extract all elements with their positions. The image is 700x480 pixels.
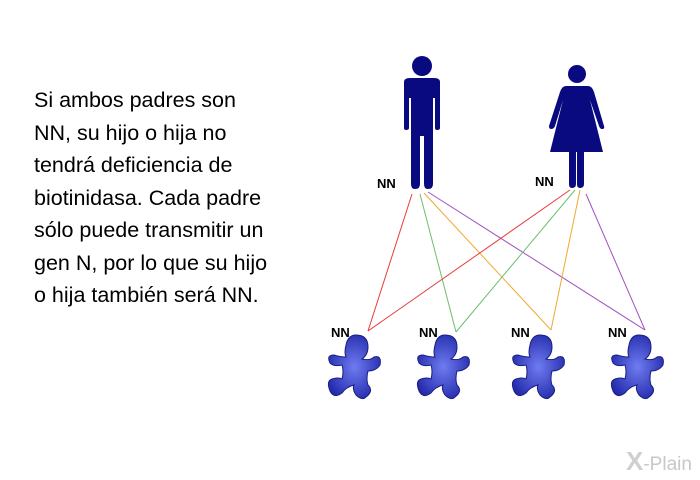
child-2-genotype-label: NN xyxy=(419,325,438,340)
explanation-paragraph: Si ambos padres son NN, su hijo o hija n… xyxy=(34,88,268,307)
child-1-genotype-label: NN xyxy=(331,325,350,340)
child-4-genotype-label: NN xyxy=(608,325,627,340)
mother-icon xyxy=(549,65,605,188)
child-icon-1 xyxy=(327,334,381,400)
child-icon-2 xyxy=(416,334,470,400)
mother-genotype-label: NN xyxy=(535,174,554,189)
xplain-logo: X-Plain xyxy=(626,446,692,477)
logo-x: X xyxy=(626,446,644,476)
inheritance-lines xyxy=(367,189,646,333)
child-icon-3 xyxy=(511,334,565,400)
father-icon xyxy=(404,56,440,189)
father-genotype-label: NN xyxy=(377,176,396,191)
logo-text: -Plain xyxy=(643,454,692,475)
child-3-genotype-label: NN xyxy=(511,325,530,340)
child-icon-4 xyxy=(610,334,664,400)
